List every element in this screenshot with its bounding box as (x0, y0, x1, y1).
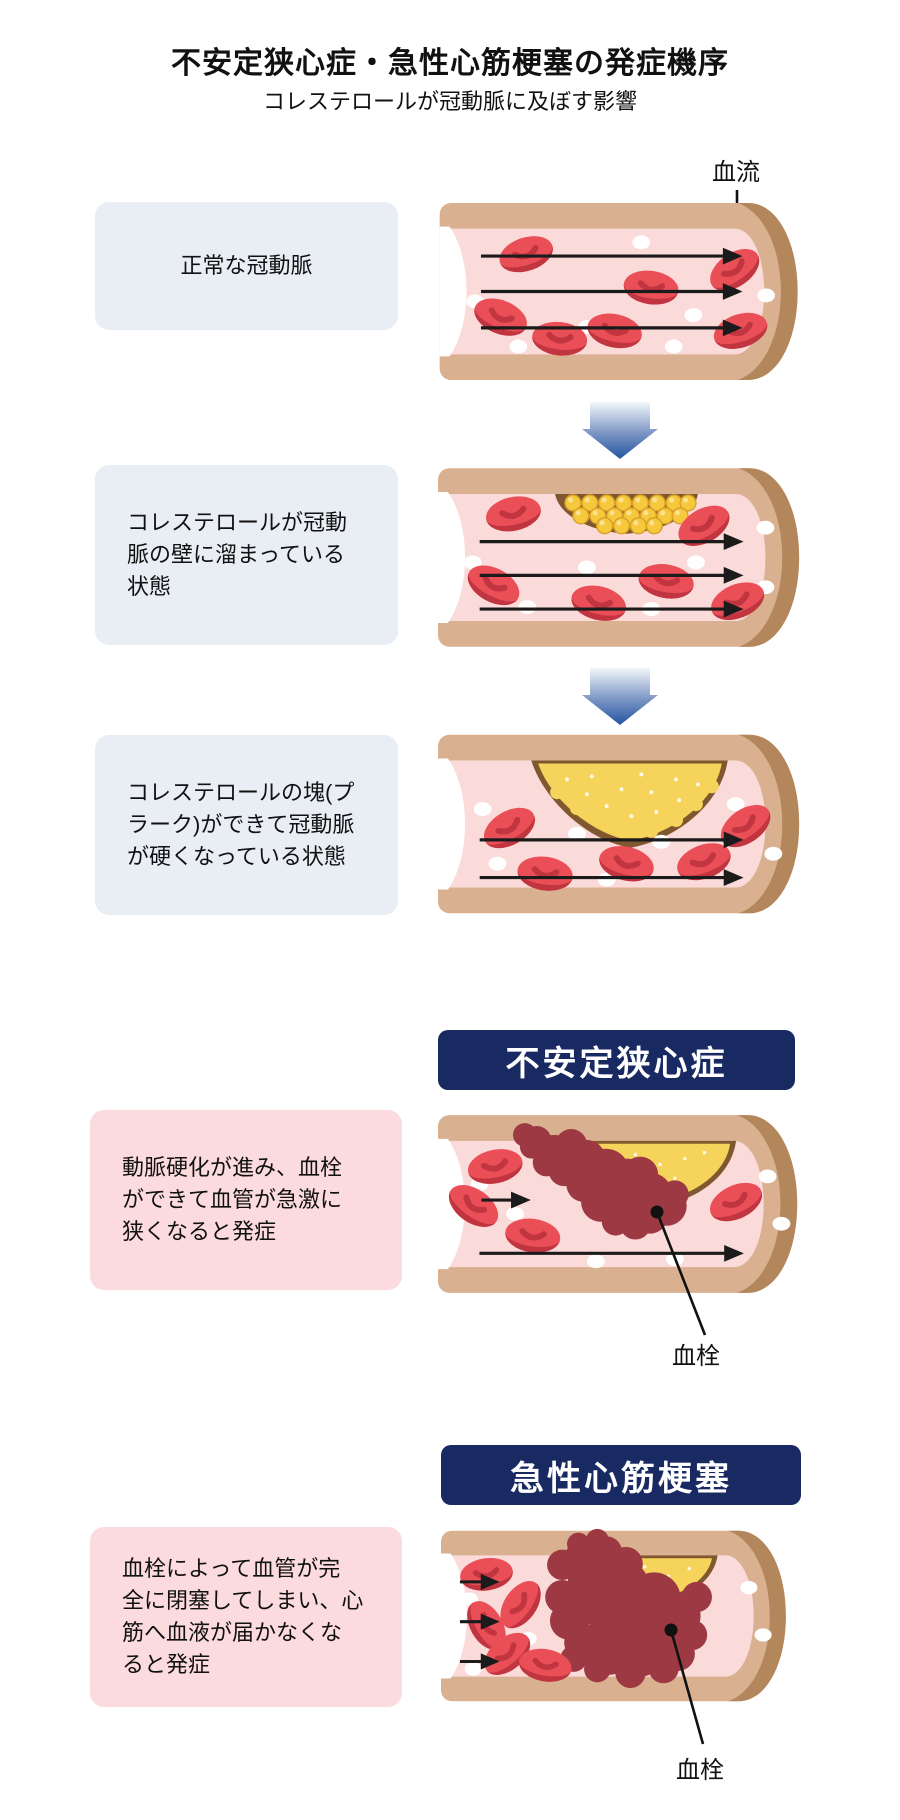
blood-flow-arrows (480, 247, 743, 337)
pointer-line (655, 1211, 707, 1336)
caption-box-unstable-angina: 動脈硬化が進み、血栓 ができて血管が急激に 狭くなると発症 (90, 1110, 402, 1290)
blood-flow-arrows (479, 533, 744, 618)
caption-line: ると発症 (122, 1652, 211, 1677)
caption-line: 全に閉塞してしまい、心 (122, 1588, 364, 1613)
caption-line: ができて血管が急激に (122, 1187, 343, 1212)
caption-box-normal-artery: 正常な冠動脈 (95, 202, 398, 330)
caption-line: 正常な冠動脈 (180, 253, 313, 278)
thrombus-label: 血栓 (676, 1757, 724, 1784)
pointer-line (669, 1629, 705, 1745)
caption-line: ラーク)ができて冠動脈 (127, 812, 355, 837)
caption-line: 筋へ血液が届かなくな (122, 1620, 343, 1645)
blood-flow-arrows (479, 831, 744, 887)
thrombus (513, 1123, 689, 1240)
section-header-ami: 急性心筋梗塞 (441, 1445, 801, 1505)
artery-thrombus-illustration (438, 1115, 798, 1293)
caption-line: 血栓によって血管が完 (122, 1556, 341, 1581)
caption-line: コレステロールの塊(プ (127, 780, 355, 805)
artery-cholesterol-illustration (438, 468, 800, 647)
down-arrow-icon (582, 402, 658, 459)
caption-line: が硬くなっている状態 (127, 844, 346, 869)
caption-box-cholesterol: コレステロールが冠動 脈の壁に溜まっている 状態 (95, 465, 398, 645)
caption-box-ami: 血栓によって血管が完 全に閉塞してしまい、心 筋へ血液が届かなくな ると発症 (90, 1527, 402, 1707)
plaque-texture-dots (564, 772, 700, 819)
blood-flow-label: 血流 (712, 159, 760, 186)
caption-line: 脈の壁に溜まっている (127, 542, 346, 567)
plaque (531, 760, 728, 848)
down-arrow-icon (582, 668, 658, 725)
pointer-dot (650, 1205, 664, 1219)
pointer-dot (664, 1623, 678, 1637)
blood-flow-arrows (479, 1191, 744, 1262)
caption-line: 狭くなると発症 (122, 1219, 277, 1244)
caption-line: 動脈硬化が進み、血栓 (122, 1155, 343, 1180)
section-header-unstable-angina: 不安定狭心症 (438, 1030, 795, 1090)
caption-line: 状態 (127, 574, 172, 599)
artery-normal-illustration (439, 203, 798, 380)
artery-plaque-illustration (438, 734, 800, 914)
thrombus-pointer (664, 1623, 705, 1745)
blood-flow-arrows (459, 1573, 500, 1670)
artery-occluded-illustration (441, 1528, 786, 1702)
page-title: 不安定狭心症・急性心筋梗塞の発症機序 (171, 47, 729, 80)
caption-box-plaque: コレステロールの塊(プ ラーク)ができて冠動脈 が硬くなっている状態 (95, 735, 398, 915)
thrombus-label: 血栓 (672, 1343, 720, 1370)
page-subtitle: コレステロールが冠動脈に及ぼす影響 (262, 89, 637, 114)
caption-line: コレステロールが冠動 (127, 510, 348, 535)
thrombus (545, 1528, 712, 1688)
cholesterol-deposit (555, 494, 698, 535)
thrombus-pointer (650, 1205, 707, 1336)
